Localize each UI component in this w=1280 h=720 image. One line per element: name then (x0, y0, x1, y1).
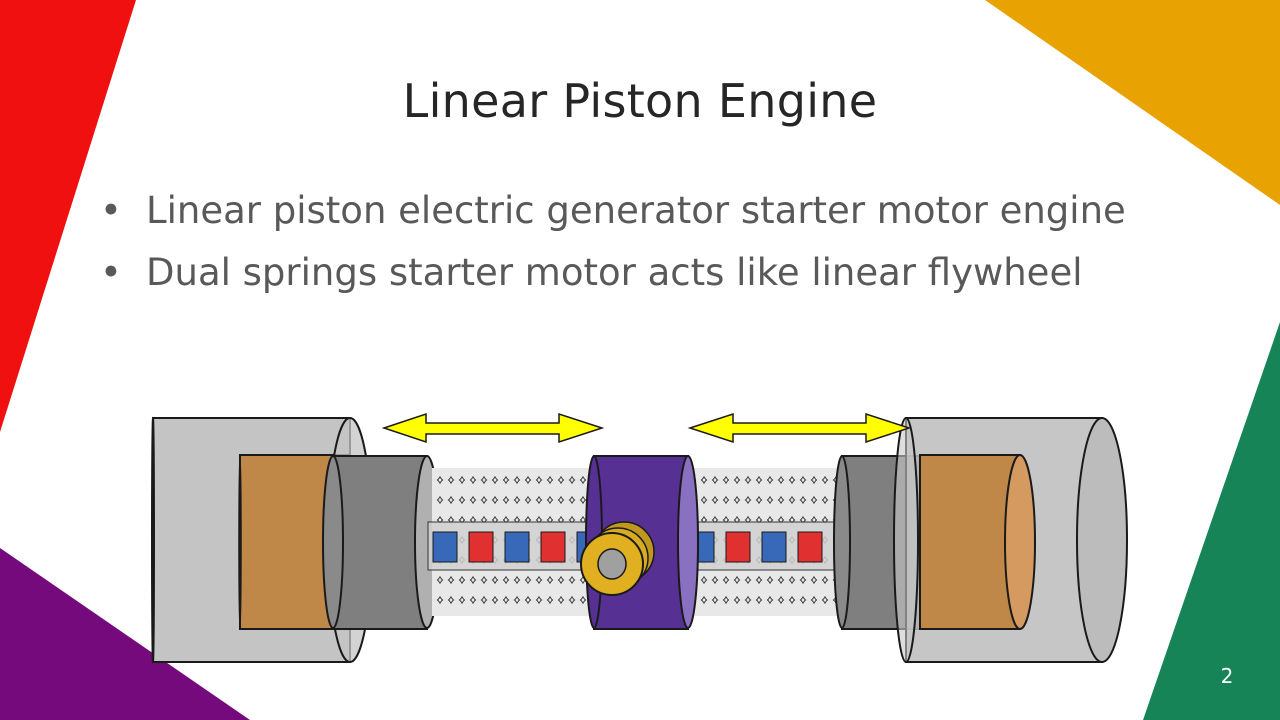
magnet-red (468, 531, 494, 563)
bullet-dot: • (100, 189, 122, 232)
right-cylinder (893, 417, 1128, 663)
page-number: 2 (1220, 664, 1234, 688)
bullet-text: Linear piston electric generator starter… (146, 189, 1126, 232)
green-corner-shape (1143, 322, 1280, 720)
magnet-blue (432, 531, 458, 563)
magnet-blue (761, 531, 787, 563)
slide-title: Linear Piston Engine (402, 74, 878, 128)
magnet-blue (504, 531, 530, 563)
magnet-red (797, 531, 823, 563)
double-arrow-icon (381, 412, 605, 444)
left-piston (322, 455, 440, 630)
orange-corner-shape (985, 0, 1280, 205)
right-spring (687, 468, 843, 616)
bullet-item: • Dual springs starter motor acts like li… (100, 242, 1126, 304)
bullet-item: • Linear piston electric generator starte… (100, 180, 1126, 242)
red-corner-shape (0, 0, 136, 432)
center-ring (580, 455, 699, 630)
gear-icon (580, 521, 655, 596)
bullet-list: • Linear piston electric generator starte… (100, 180, 1126, 304)
magnet-red (725, 531, 751, 563)
left-spring (427, 468, 601, 616)
bullet-text: Dual springs starter motor acts like lin… (146, 251, 1083, 294)
bullet-dot: • (100, 251, 122, 294)
magnet-red (540, 531, 566, 563)
double-arrow-icon (687, 412, 912, 444)
purple-corner-shape (0, 548, 250, 720)
